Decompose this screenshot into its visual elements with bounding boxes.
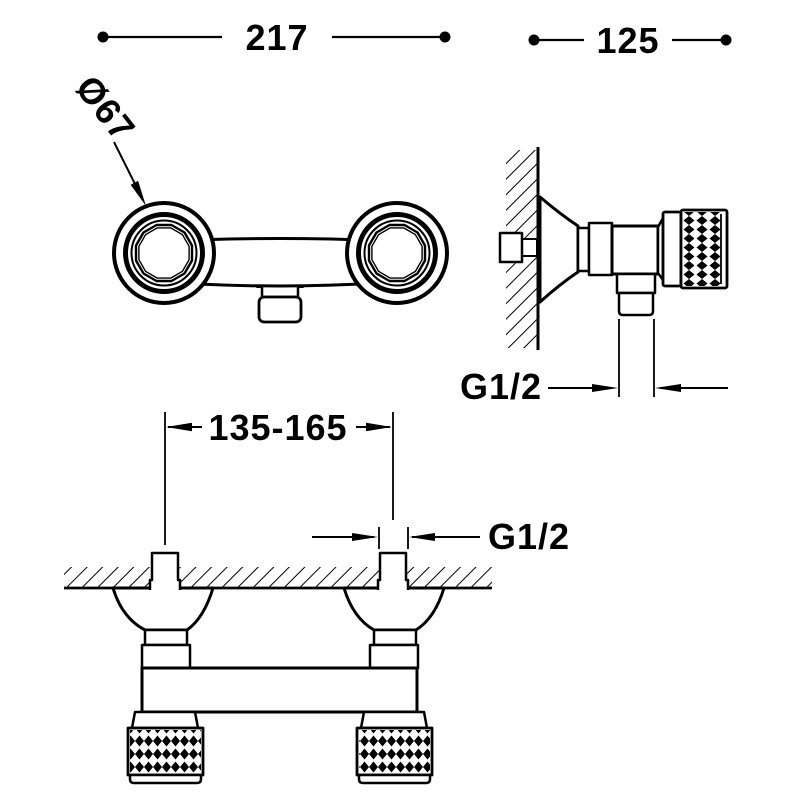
dimension-side-depth: 125	[528, 20, 732, 61]
escutcheon-inner-ring	[123, 212, 205, 294]
arrowhead-right	[366, 422, 392, 432]
handle-side	[656, 208, 729, 290]
outlet-spigot	[617, 291, 655, 317]
escutcheon-inner-ring	[356, 212, 438, 294]
handle-knurl-texture	[359, 730, 430, 773]
outlet-flange	[615, 272, 657, 295]
side-view: 125	[460, 20, 732, 407]
leader-line	[113, 141, 137, 187]
dimension-diameter-label: Ø67	[68, 68, 144, 149]
arrowhead-left	[409, 533, 435, 541]
dimension-inlet-thread: G1/2	[312, 516, 570, 557]
neck-collar	[576, 226, 591, 273]
socket-dodecagon	[134, 223, 194, 283]
dimension-outlet-thread-label: G1/2	[460, 366, 542, 407]
dimension-end-dot	[97, 31, 109, 43]
outlet-spigot	[257, 295, 303, 324]
handle-left-top	[126, 710, 205, 785]
escutcheon-cone-left	[111, 586, 215, 632]
dimension-end-dot	[528, 34, 540, 46]
dimension-inlet-centers-label: 135-165	[208, 407, 347, 448]
neck-collar-left	[143, 628, 189, 647]
dimension-end-dot	[439, 31, 451, 43]
bottom-view: 135-165	[64, 407, 570, 785]
escutcheon-right	[345, 201, 449, 305]
escutcheon-bore	[363, 219, 431, 287]
mixer-body-bar-top	[140, 666, 419, 714]
stub-body	[498, 231, 524, 264]
outlet-side	[615, 272, 657, 317]
dimension-inlet-thread-label: G1/2	[488, 516, 570, 557]
escutcheon-left	[112, 201, 216, 305]
socket-dodecagon-inner	[371, 227, 423, 279]
wall-hatch	[64, 567, 492, 588]
handle-right-top	[355, 710, 434, 785]
handle-end-band	[128, 773, 203, 785]
arrowhead-left	[166, 422, 192, 432]
dimension-front-width: 217	[97, 17, 451, 58]
mounting-nut-right	[368, 643, 420, 670]
neck-collar-right	[372, 628, 418, 647]
arrowhead-right	[352, 533, 378, 541]
supply-stub-left	[148, 551, 182, 590]
handle-knurl-texture	[683, 212, 720, 286]
front-view: 217 Ø67	[68, 17, 451, 324]
escutcheon-cone-right	[342, 586, 446, 632]
mounting-nut	[587, 221, 614, 277]
stub-tenon	[521, 238, 538, 257]
mounting-nut-left	[140, 643, 192, 670]
handle-cap	[130, 710, 200, 730]
supply-stub-right	[376, 551, 410, 590]
handle-cap	[359, 710, 429, 730]
handle-cap	[661, 210, 683, 288]
arrowhead-left	[655, 384, 681, 392]
handle-end-band	[357, 773, 432, 785]
supply-stub-side	[498, 231, 538, 264]
socket-dodecagon-inner	[138, 227, 190, 279]
dimension-outlet-thread-side: G1/2	[460, 319, 728, 407]
handle-knurl-texture	[130, 730, 201, 773]
dimension-escutcheon-diameter: Ø67	[68, 68, 146, 206]
leader-arrowhead	[130, 180, 146, 206]
valve-body-side	[610, 224, 660, 276]
arrowhead-right	[592, 384, 618, 392]
escutcheon-cone-side	[538, 195, 580, 304]
dimension-front-width-label: 217	[245, 17, 308, 58]
dimension-inlet-centers: 135-165	[164, 407, 394, 545]
dimension-end-dot	[720, 34, 732, 46]
escutcheon-bore	[130, 219, 198, 287]
socket-dodecagon	[367, 223, 427, 283]
dimension-side-depth-label: 125	[596, 20, 659, 61]
wall-section-bottom	[64, 567, 492, 590]
